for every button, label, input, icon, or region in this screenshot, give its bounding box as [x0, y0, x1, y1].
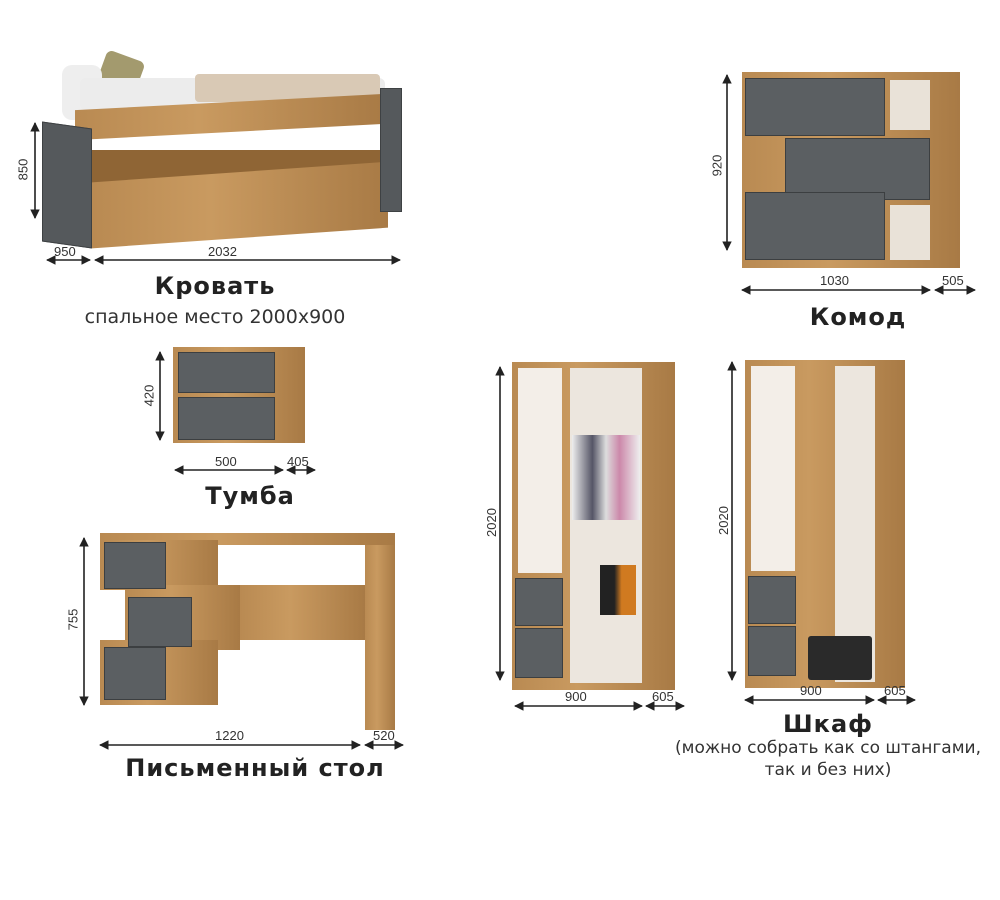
wardrobe-title: Шкаф: [783, 710, 873, 738]
wardrobe-shelves: [518, 368, 562, 573]
desk-width-label: 1220: [215, 728, 244, 743]
desk-depth-label: 520: [373, 728, 395, 743]
bed-title: Кровать: [154, 272, 276, 300]
desk-drawer: [104, 542, 166, 589]
dresser-title: Комод: [809, 303, 907, 331]
wardrobe-left-width-label: 900: [565, 689, 587, 704]
dresser-depth-label: 505: [942, 273, 964, 288]
dresser-shelf: [890, 205, 930, 260]
nightstand-title: Тумба: [205, 482, 295, 510]
suitcase: [808, 636, 872, 680]
wardrobe-note-line1: (можно собрать как со штангами,: [675, 738, 981, 758]
dresser-drawer: [745, 78, 885, 136]
desk-drawer: [128, 597, 192, 647]
desk-title: Письменный стол: [125, 754, 385, 782]
wardrobe-right-width-label: 900: [800, 683, 822, 698]
dresser-shelf: [890, 80, 930, 130]
wardrobe-drawer: [515, 628, 563, 678]
wardrobe-hanging-section: [570, 368, 642, 683]
wardrobe-drawer: [515, 578, 563, 626]
dresser-width-label: 1030: [820, 273, 849, 288]
wardrobe-drawer: [748, 576, 796, 624]
wardrobe-drawer: [748, 626, 796, 676]
hanging-clothes: [600, 565, 636, 615]
dresser-drawer: [745, 192, 885, 260]
nightstand-drawer: [178, 352, 275, 393]
desk-back-panel: [240, 585, 365, 640]
desk-drawer: [104, 647, 166, 700]
dresser-drawer: [785, 138, 930, 200]
wardrobe-open-section: [835, 366, 875, 682]
hanging-clothes: [572, 435, 640, 520]
desk-leg: [365, 545, 395, 730]
nightstand-drawer: [178, 397, 275, 440]
headboard: [380, 88, 402, 212]
bed-subtitle: спальное место 2000x900: [84, 306, 346, 328]
wardrobe-shelves: [751, 366, 795, 571]
wardrobe-note-line2: так и без них): [764, 760, 892, 780]
wardrobe-right-depth-label: 605: [884, 683, 906, 698]
wardrobe-left-depth-label: 605: [652, 689, 674, 704]
